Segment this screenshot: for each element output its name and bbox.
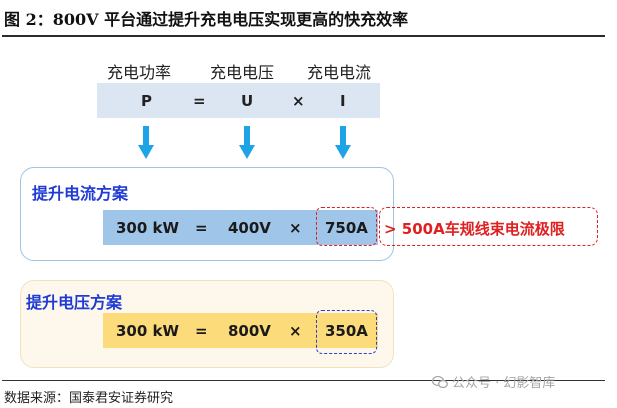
down-arrow-icon	[239, 126, 255, 159]
down-arrow-icon	[335, 126, 351, 159]
title-rule	[2, 35, 605, 37]
down-arrow-icon	[138, 126, 154, 159]
voltage-plan-current-dashed-box	[316, 310, 377, 354]
current-plan-times: ×	[289, 219, 302, 237]
increase-voltage-plan-label: 提升电压方案	[26, 293, 123, 312]
footer-rule	[2, 380, 605, 381]
formula-equals: =	[193, 92, 206, 110]
formula-u: U	[241, 92, 254, 110]
voltage-plan-band	[103, 313, 378, 348]
limit-note-dashed-box	[379, 207, 598, 246]
formula-i: I	[340, 92, 346, 110]
data-source: 数据来源：国泰君安证券研究	[4, 391, 174, 406]
figure-title: 图 2：800V 平台通过提升充电电压实现更高的快充效率	[4, 10, 409, 29]
header-current-label: 充电电流	[307, 63, 372, 82]
voltage-plan-equals: =	[195, 322, 208, 340]
increase-current-plan-label: 提升电流方案	[32, 184, 129, 203]
current-plan-equals: =	[195, 219, 208, 237]
voltage-plan-power: 300 kW	[116, 322, 180, 340]
voltage-plan-voltage: 800V	[228, 322, 271, 340]
current-plan-band	[103, 210, 378, 245]
current-highlight-dashed-box	[316, 207, 377, 246]
current-plan-voltage: 400V	[228, 219, 271, 237]
header-voltage-label: 充电电压	[210, 63, 275, 82]
current-plan-power: 300 kW	[116, 219, 180, 237]
watermark: 公众号 · 幻影智库	[432, 372, 555, 391]
formula-p: P	[141, 92, 152, 110]
current-limit-note: > 500A车规线束电流极限	[384, 220, 565, 238]
voltage-plan-current: 350A	[325, 322, 368, 340]
watermark-text: 公众号 · 幻影智库	[452, 376, 556, 391]
wechat-icon	[432, 375, 448, 388]
header-power-label: 充电功率	[107, 63, 172, 82]
voltage-plan-times: ×	[289, 322, 302, 340]
current-plan-current: 750A	[325, 219, 368, 237]
formula-times: ×	[292, 92, 305, 110]
formula-band	[97, 83, 380, 118]
